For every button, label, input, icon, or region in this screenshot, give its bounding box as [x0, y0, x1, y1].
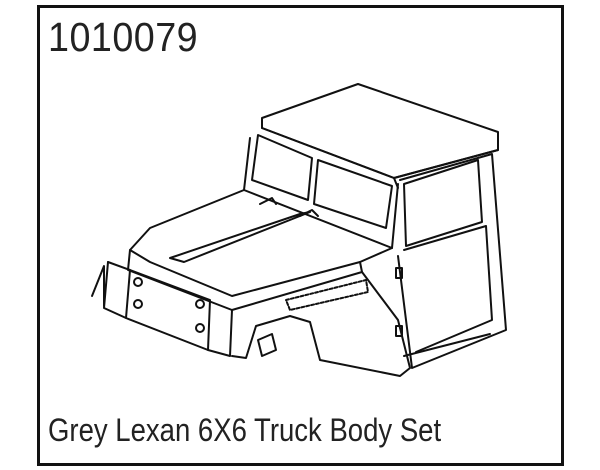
cab-door — [397, 153, 507, 369]
windshield-left — [251, 134, 313, 201]
part-number: 1010079 — [48, 14, 199, 60]
windshield-right — [313, 159, 393, 229]
cab-roof — [261, 83, 499, 179]
product-frame — [37, 5, 564, 466]
side-window — [403, 159, 483, 247]
product-name: Grey Lexan 6X6 Truck Body Set — [48, 412, 442, 448]
hood — [129, 189, 393, 297]
fender — [231, 271, 411, 377]
